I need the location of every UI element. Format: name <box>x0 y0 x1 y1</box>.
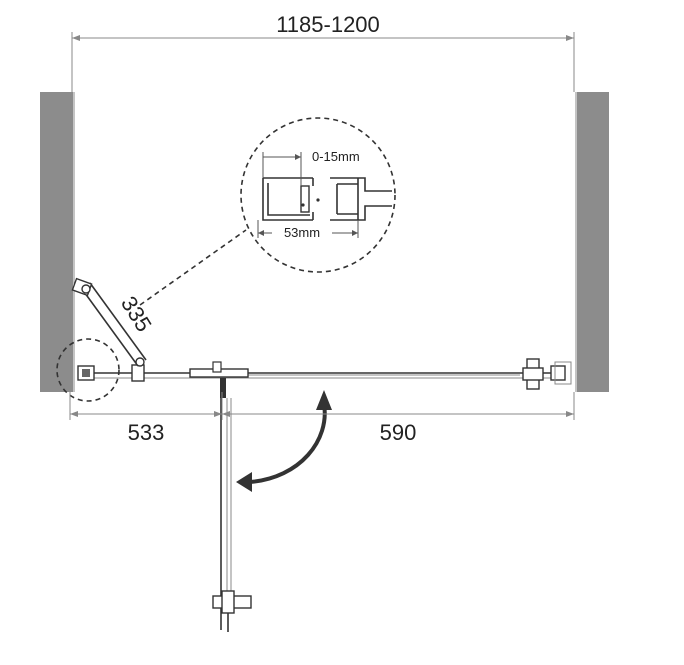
right-fittings <box>522 358 572 390</box>
left-detail-marker <box>56 338 120 402</box>
profile-width-label: 53mm <box>284 225 320 240</box>
support-arm: 335 <box>71 277 157 367</box>
total-width-label: 1185-1200 <box>276 12 380 37</box>
right-wall <box>577 92 609 392</box>
left-wall <box>40 92 73 392</box>
detail-leader <box>139 229 247 306</box>
swing-door <box>212 378 252 632</box>
detail-view: 0-15mm 53mm <box>240 117 396 273</box>
gap-label: 0-15mm <box>312 149 360 164</box>
right-segment-label: 590 <box>380 420 417 445</box>
bottom-dimensions: 533 590 <box>69 392 575 445</box>
left-segment-label: 533 <box>128 420 165 445</box>
door-fitting <box>189 361 249 398</box>
arm-length-label: 335 <box>116 292 157 336</box>
top-dimension: 1185-1200 <box>71 12 575 92</box>
swing-arrow <box>236 390 332 492</box>
glass-panel <box>80 372 565 379</box>
